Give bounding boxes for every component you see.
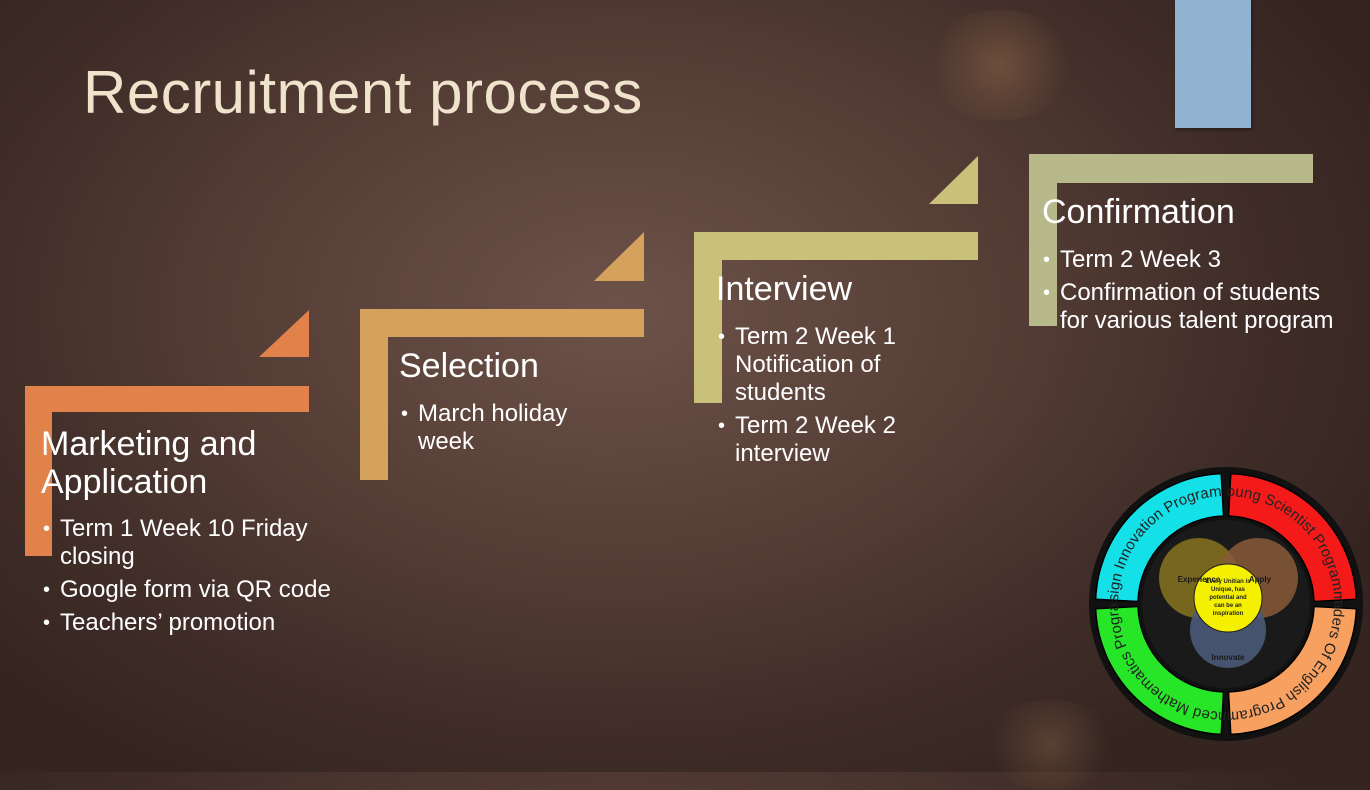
step-1-shape — [25, 310, 309, 556]
step-3-arrow — [929, 156, 978, 204]
step-3-bullet: Term 2 Week 2 interview — [716, 412, 951, 468]
logo-text-innovate: Innovate — [1212, 653, 1245, 662]
step-2-shape — [360, 232, 644, 480]
step-2-title: Selection — [399, 347, 539, 385]
logo-center-text: Every Unitian is Unique, has potential a… — [1205, 579, 1251, 617]
step-2-bullets: March holiday week — [399, 400, 629, 461]
step-3-shape — [694, 156, 978, 403]
logo-center-line: inspiration — [1213, 611, 1244, 617]
slide-title: Recruitment process — [83, 59, 643, 126]
step-4-shape — [1029, 154, 1313, 326]
logo-center-line: Every Unitian is — [1205, 579, 1251, 585]
step-3-bullets: Term 2 Week 1 Notification of students T… — [716, 323, 951, 473]
step-1-bullet: Google form via QR code — [41, 576, 341, 604]
logo-center-line: potential and — [1209, 595, 1247, 601]
step-4-corner — [1029, 154, 1313, 326]
step-2-corner — [360, 309, 644, 480]
step-2-bullet: March holiday week — [399, 400, 629, 456]
step-3-corner — [694, 232, 978, 403]
step-1-corner — [25, 386, 309, 556]
step-4-bullets: Term 2 Week 3 Confirmation of students f… — [1041, 246, 1341, 340]
logo-center-circle — [1193, 563, 1263, 633]
logo-center-line: can be an — [1214, 603, 1242, 609]
step-1-bullet: Teachers’ promotion — [41, 609, 341, 637]
step-1-bullets: Term 1 Week 10 Friday closing Google for… — [41, 515, 341, 642]
step-shapes — [25, 154, 1313, 556]
logo-center-line: Unique, has — [1211, 587, 1246, 593]
step-4-bullet: Term 2 Week 3 — [1041, 246, 1341, 274]
step-1-title: Marketing and Application — [41, 425, 257, 501]
decorative-blue-tab — [1175, 0, 1251, 128]
step-3-bullet: Term 2 Week 1 Notification of students — [716, 323, 951, 407]
step-1-bullet: Term 1 Week 10 Friday closing — [41, 515, 341, 571]
logo-text-apply: Apply — [1249, 575, 1272, 584]
logo-text-experience: Experience — [1178, 575, 1221, 584]
step-4-title: Confirmation — [1042, 193, 1235, 231]
talent-programmes-logo: Design Innovation Programme Young Scient… — [1088, 466, 1363, 741]
step-1-arrow — [259, 310, 309, 357]
step-4-bullet: Confirmation of students for various tal… — [1041, 279, 1341, 335]
step-2-arrow — [594, 232, 644, 281]
step-3-title: Interview — [716, 270, 853, 308]
